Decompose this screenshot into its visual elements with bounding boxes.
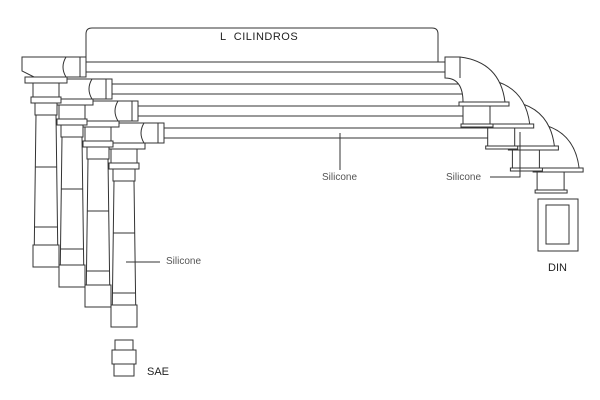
title-frame <box>85 27 439 72</box>
label-sae: SAE <box>147 366 170 378</box>
label-din: DIN <box>548 262 567 274</box>
silicone-cable <box>138 105 495 117</box>
silicone-cable <box>86 61 445 73</box>
silicone-cable <box>164 127 520 139</box>
sae-terminal <box>111 339 137 377</box>
label-silicone-left: Silicone <box>166 256 202 267</box>
leader-silicone-right <box>490 132 521 178</box>
label-silicone-right: Silicone <box>446 172 482 183</box>
silicone-cable <box>112 83 470 95</box>
din-terminal <box>537 198 579 252</box>
diagram-title: L CILINDROS <box>220 31 299 43</box>
left-boot-head <box>21 56 87 78</box>
label-silicone-middle: Silicone <box>322 172 358 183</box>
ignition-cable <box>99 122 584 328</box>
spark-plug-boot <box>33 114 59 268</box>
ignition-cable <box>21 56 510 268</box>
